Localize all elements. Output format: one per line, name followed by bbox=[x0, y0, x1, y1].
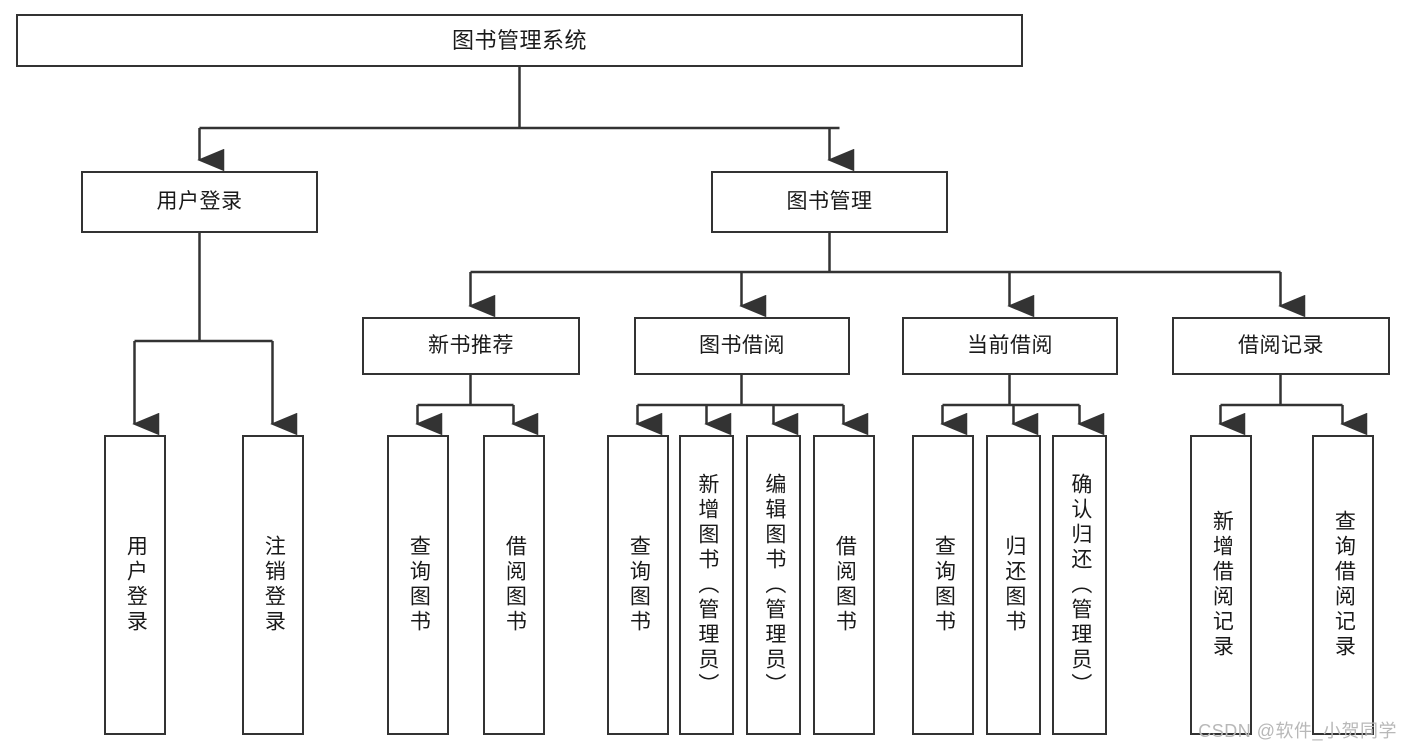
node-leaf-confirm-return-label: 确认归还（管理员） bbox=[1068, 472, 1092, 698]
node-book-borrow-label: 图书借阅 bbox=[699, 333, 785, 357]
watermark-text: CSDN @软件_小贺同学 bbox=[1198, 721, 1397, 741]
node-leaf-borrow-book-b[interactable]: 借阅图书 bbox=[813, 435, 875, 735]
node-leaf-user-login[interactable]: 用户登录 bbox=[104, 435, 166, 735]
node-leaf-query-book-b-label: 查询图书 bbox=[627, 535, 651, 635]
node-borrow-record-label: 借阅记录 bbox=[1238, 333, 1324, 357]
node-leaf-edit-book[interactable]: 编辑图书（管理员） bbox=[746, 435, 801, 735]
node-leaf-query-book-a-label: 查询图书 bbox=[407, 535, 431, 635]
node-leaf-query-record[interactable]: 查询借阅记录 bbox=[1312, 435, 1374, 735]
node-new-book-recommend-label: 新书推荐 bbox=[428, 333, 514, 357]
node-leaf-return-book[interactable]: 归还图书 bbox=[986, 435, 1041, 735]
node-leaf-query-record-label: 查询借阅记录 bbox=[1332, 510, 1356, 660]
node-book-management[interactable]: 图书管理 bbox=[711, 171, 948, 233]
node-leaf-user-logout[interactable]: 注销登录 bbox=[242, 435, 304, 735]
node-leaf-query-book-c[interactable]: 查询图书 bbox=[912, 435, 974, 735]
node-book-borrow[interactable]: 图书借阅 bbox=[634, 317, 850, 375]
node-current-borrow[interactable]: 当前借阅 bbox=[902, 317, 1118, 375]
node-user-login-label: 用户登录 bbox=[156, 189, 243, 213]
node-borrow-record[interactable]: 借阅记录 bbox=[1172, 317, 1390, 375]
node-book-management-label: 图书管理 bbox=[786, 189, 873, 213]
node-current-borrow-label: 当前借阅 bbox=[967, 333, 1053, 357]
node-leaf-user-login-label: 用户登录 bbox=[124, 535, 148, 635]
node-leaf-query-book-b[interactable]: 查询图书 bbox=[607, 435, 669, 735]
node-leaf-add-record-label: 新增借阅记录 bbox=[1210, 510, 1234, 660]
node-root-label: 图书管理系统 bbox=[451, 27, 587, 53]
node-leaf-query-book-a[interactable]: 查询图书 bbox=[387, 435, 449, 735]
node-leaf-borrow-book-a[interactable]: 借阅图书 bbox=[483, 435, 545, 735]
node-leaf-edit-book-label: 编辑图书（管理员） bbox=[762, 472, 786, 698]
node-leaf-confirm-return[interactable]: 确认归还（管理员） bbox=[1052, 435, 1107, 735]
node-leaf-borrow-book-b-label: 借阅图书 bbox=[833, 535, 857, 635]
node-leaf-borrow-book-a-label: 借阅图书 bbox=[503, 535, 527, 635]
node-leaf-add-book-label: 新增图书（管理员） bbox=[695, 472, 719, 698]
node-leaf-add-record[interactable]: 新增借阅记录 bbox=[1190, 435, 1252, 735]
node-leaf-add-book[interactable]: 新增图书（管理员） bbox=[679, 435, 734, 735]
node-root[interactable]: 图书管理系统 bbox=[16, 14, 1023, 67]
node-new-book-recommend[interactable]: 新书推荐 bbox=[362, 317, 580, 375]
node-leaf-return-book-label: 归还图书 bbox=[1002, 535, 1026, 635]
node-user-login[interactable]: 用户登录 bbox=[81, 171, 318, 233]
node-leaf-query-book-c-label: 查询图书 bbox=[932, 535, 956, 635]
node-leaf-user-logout-label: 注销登录 bbox=[262, 535, 286, 635]
